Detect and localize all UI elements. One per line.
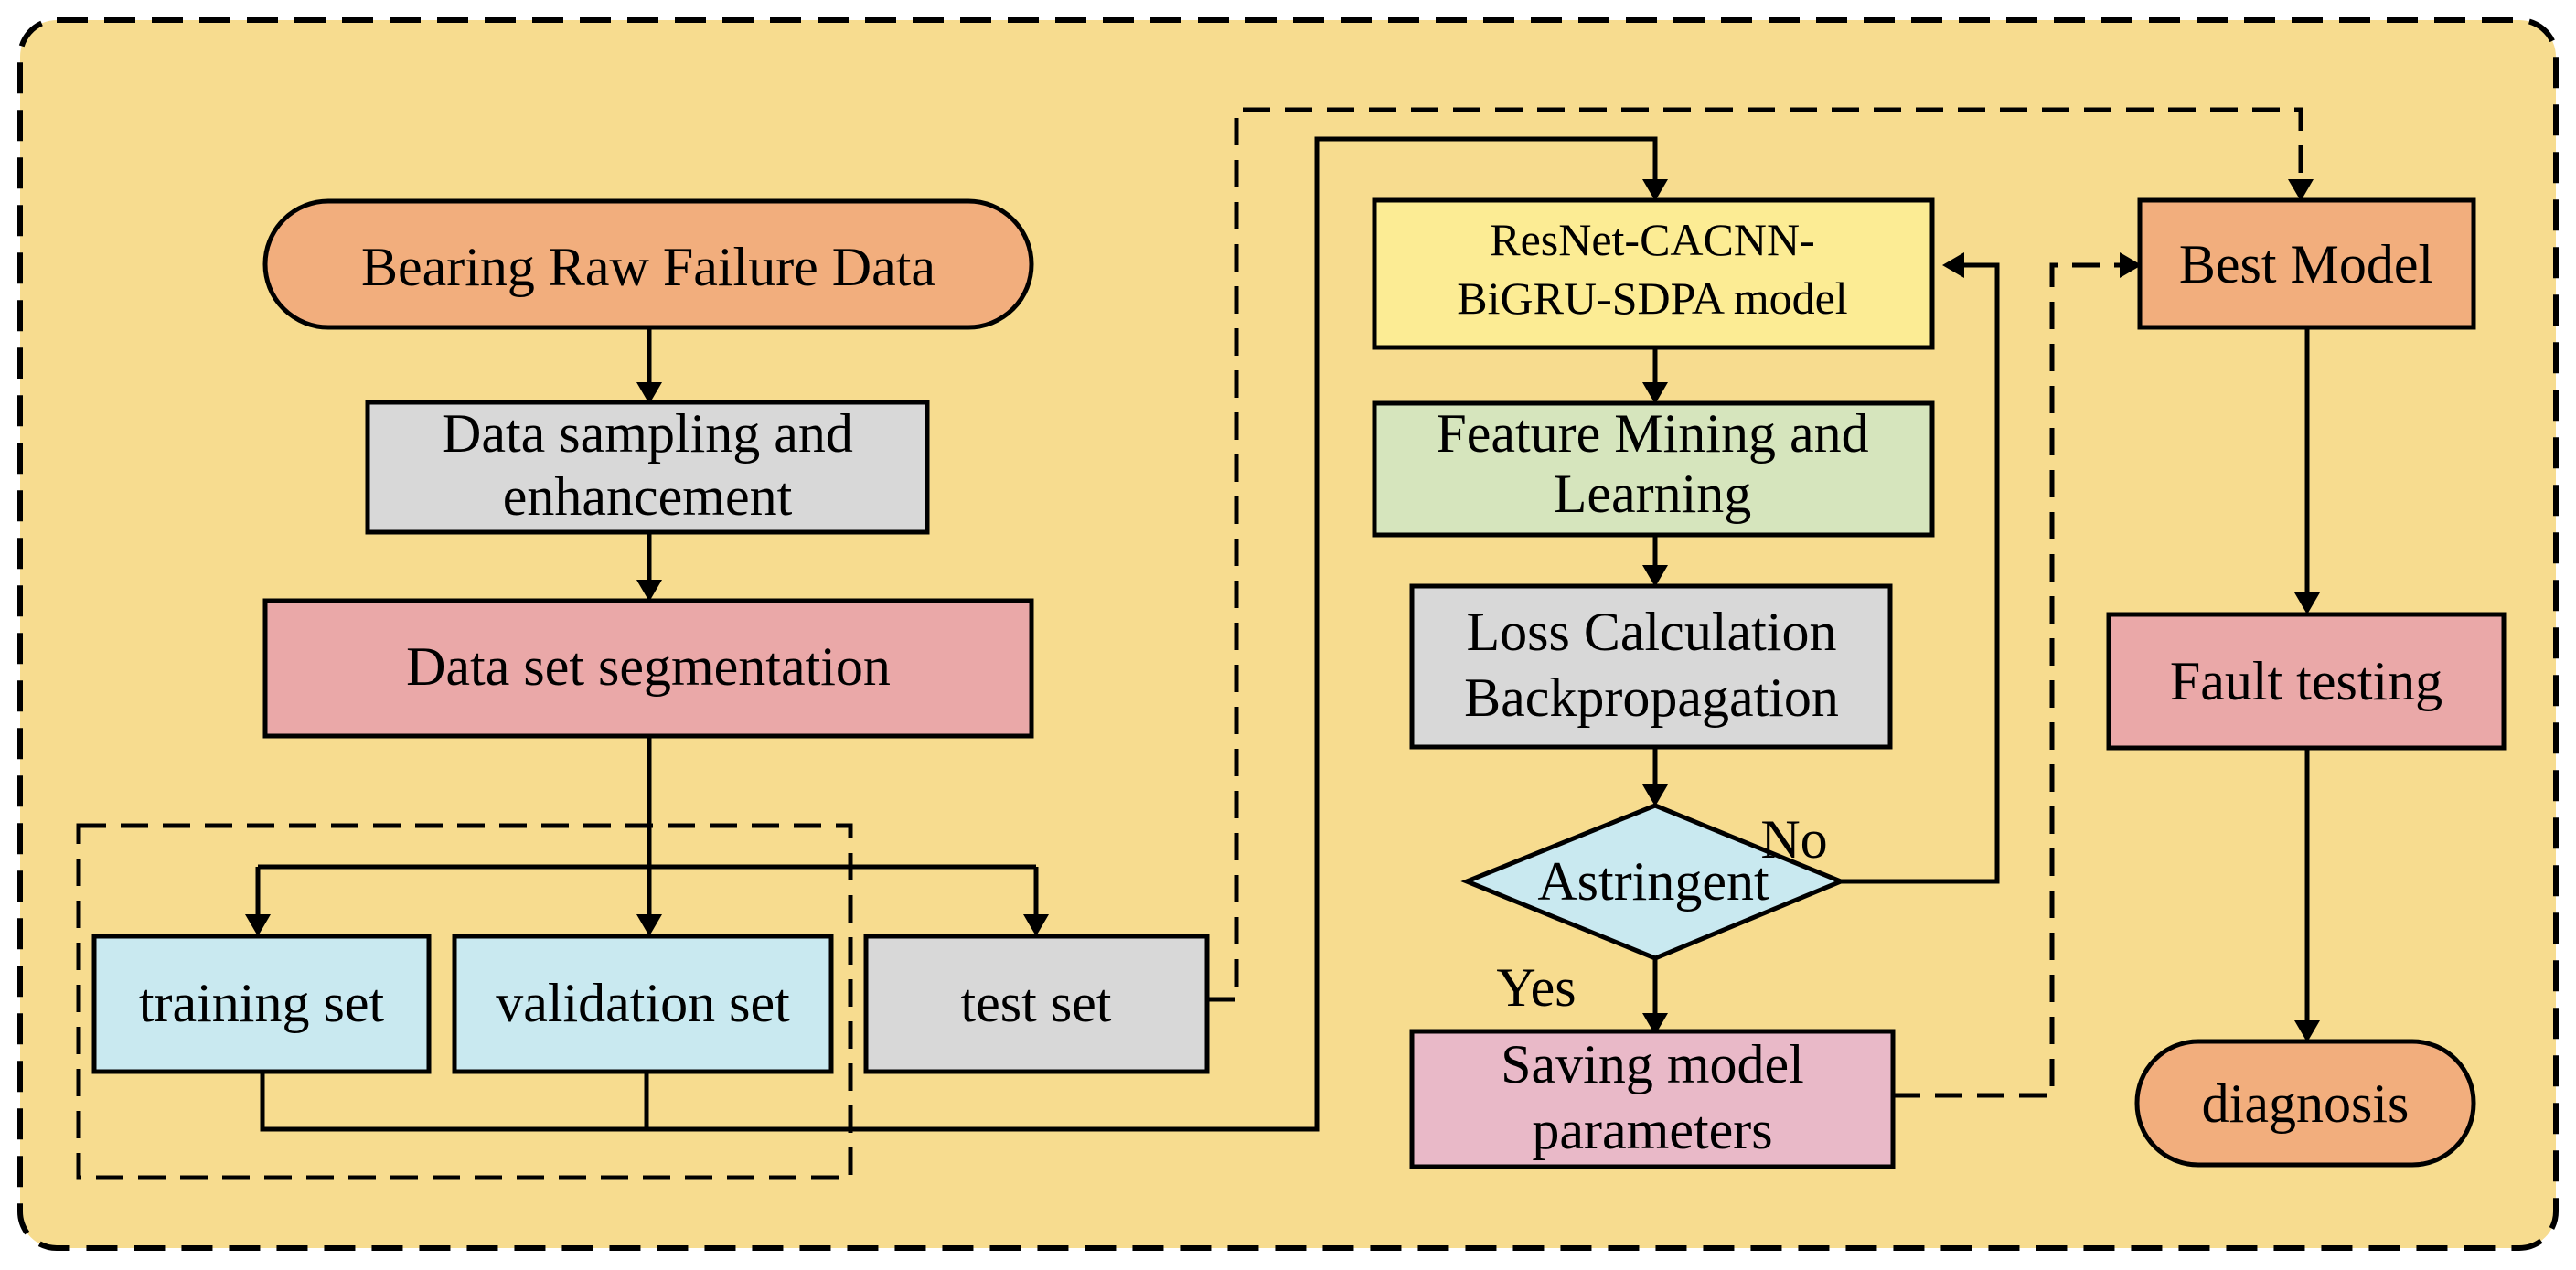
- node-raw-data: [262, 198, 1034, 330]
- node-training-set: [91, 934, 432, 1074]
- node-raw-data-label: Bearing Raw Failure Data: [361, 237, 935, 297]
- node-feature: [1372, 400, 1935, 538]
- arrow-head: [1642, 179, 1668, 201]
- node-saving-line1: Saving model: [1501, 1034, 1804, 1094]
- arrow-head: [1642, 784, 1668, 806]
- train-validation-group: [76, 823, 853, 1180]
- arrow-head: [1642, 565, 1668, 587]
- node-feature-line2: Learning: [1554, 464, 1752, 524]
- arrow-head: [636, 382, 662, 404]
- label-yes: Yes: [1496, 957, 1576, 1018]
- node-validation-set: [452, 934, 834, 1074]
- node-validation-set-label: validation set: [496, 973, 790, 1033]
- node-fault-testing: [2106, 612, 2507, 751]
- label-no: No: [1760, 809, 1827, 870]
- arrow-head: [636, 914, 662, 936]
- node-model: [1372, 197, 1935, 350]
- arrow-head: [2294, 592, 2320, 614]
- node-segmentation-label: Data set segmentation: [406, 636, 891, 697]
- node-decision-label: Astringent: [1537, 851, 1769, 912]
- node-diagnosis: [2134, 1039, 2476, 1168]
- node-loss-line1: Loss Calculation: [1467, 602, 1837, 662]
- connector-test-to-best-model: [1207, 107, 2303, 1002]
- connector-no-loop-back: [1841, 262, 2000, 884]
- node-test-set-label: test set: [961, 973, 1112, 1033]
- arrow-head: [245, 914, 271, 936]
- arrow-head: [2294, 1020, 2320, 1042]
- node-test-set: [863, 934, 1210, 1074]
- arrow-head: [636, 580, 662, 602]
- node-decision: [1460, 803, 1847, 961]
- node-fault-testing-label: Fault testing: [2170, 651, 2442, 711]
- node-feature-line1: Feature Mining and: [1436, 403, 1868, 464]
- node-diagnosis-label: diagnosis: [2202, 1073, 2410, 1134]
- arrow-head: [1942, 252, 1964, 278]
- arrow-head: [2288, 179, 2314, 201]
- node-segmentation: [262, 598, 1034, 739]
- arrow-head: [1642, 382, 1668, 404]
- node-training-set-label: training set: [139, 973, 385, 1033]
- node-loss-line2: Backpropagation: [1464, 667, 1839, 728]
- arrow-head: [1642, 1013, 1668, 1035]
- node-sampling-line1: Data sampling and: [442, 403, 853, 464]
- node-best-model-label: Best Model: [2179, 234, 2433, 294]
- node-sampling-line2: enhancement: [503, 466, 793, 527]
- node-loss: [1409, 583, 1893, 750]
- arrow-head: [2120, 252, 2142, 278]
- node-model-line2: BiGRU-SDPA model: [1457, 272, 1847, 324]
- node-model-line1: ResNet-CACNN-: [1490, 214, 1815, 265]
- node-saving-line2: parameters: [1532, 1100, 1772, 1160]
- node-best-model: [2137, 197, 2476, 330]
- connector-saving-to-best-model: [1893, 262, 2131, 1098]
- node-saving: [1409, 1029, 1896, 1169]
- connector-training-validation-to-model: [260, 136, 1658, 1132]
- node-sampling: [365, 400, 930, 535]
- arrow-head: [1023, 914, 1049, 936]
